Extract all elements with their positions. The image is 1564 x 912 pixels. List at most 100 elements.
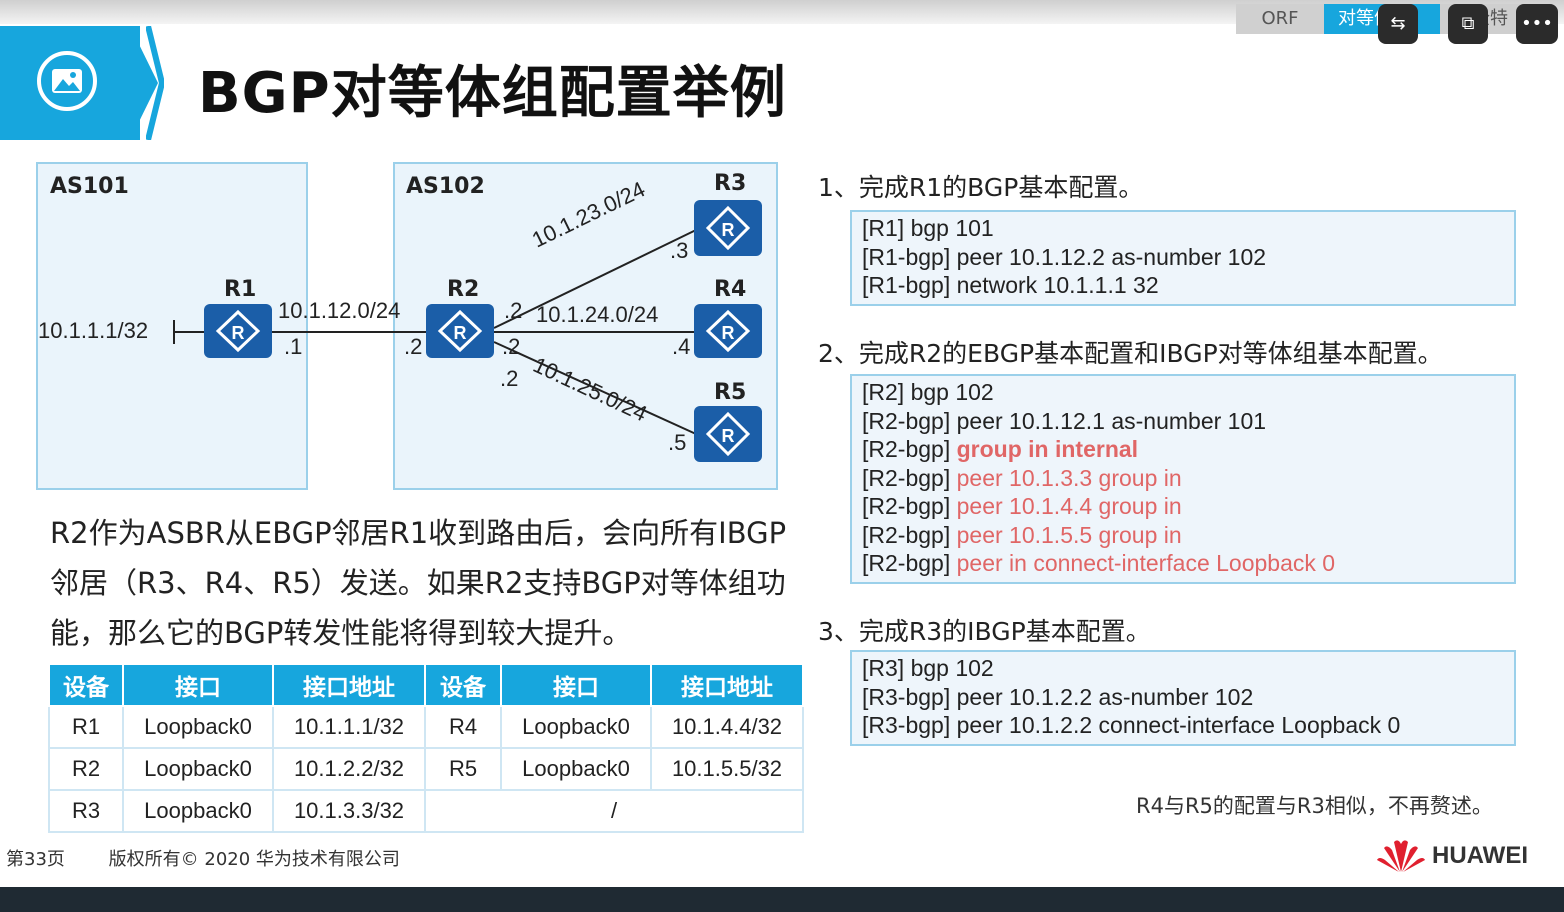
config-line: [R1-bgp] peer 10.1.12.2 as-number 102 — [862, 243, 1267, 270]
router-r5-icon[interactable]: R — [694, 406, 762, 462]
config-line: [R2-bgp] group in internal — [862, 435, 1504, 464]
table-cell: 10.1.4.4/32 — [650, 705, 804, 749]
copyright: 版权所有© 2020 华为技术有限公司 — [108, 849, 400, 870]
page-number: 第33页 — [6, 849, 65, 870]
more-options-icon[interactable]: ••• — [1516, 4, 1558, 44]
link-r2-end-r4: .2 — [502, 334, 521, 359]
brand-name: HUAWEI — [1432, 842, 1528, 869]
config-line: [R1] bgp 101 — [862, 215, 994, 241]
breadcrumb-item-orf[interactable]: ORF — [1236, 4, 1324, 34]
router-r1-icon[interactable]: R — [204, 304, 272, 358]
table-header-cell: 设备 — [424, 663, 502, 707]
config-line: [R1-bgp] network 10.1.1.1 32 — [862, 272, 1159, 298]
link-r3-end: .3 — [670, 238, 689, 263]
as102-label: AS102 — [406, 174, 485, 199]
window-popout-icon[interactable]: ⧉ — [1448, 4, 1488, 44]
table-row: R1 Loopback0 10.1.1.1/32 R4 Loopback0 10… — [48, 705, 804, 749]
link-r2-end-r1: .2 — [404, 334, 423, 359]
link-r2-end-r5: .2 — [500, 366, 519, 391]
table-cell: R2 — [48, 747, 124, 791]
router-r1-label: R1 — [224, 277, 257, 302]
table-header-cell: 接口地址 — [272, 663, 426, 707]
banner-chevron — [146, 26, 164, 140]
link-r2-end-r3: .2 — [504, 298, 523, 323]
router-r3-icon[interactable]: R — [694, 200, 762, 256]
config-prompt: [R2-bgp] — [862, 521, 957, 548]
table-cell: R1 — [48, 705, 124, 749]
table-cell: Loopback0 — [500, 747, 652, 791]
table-cell-empty: / — [424, 789, 804, 833]
config-highlight: peer in connect-interface Loopback 0 — [956, 550, 1336, 576]
table-header-row: 设备 接口 接口地址 设备 接口 接口地址 — [48, 663, 804, 707]
table-cell: R3 — [48, 789, 124, 833]
table-cell: Loopback0 — [122, 747, 274, 791]
table-cell: 10.1.3.3/32 — [272, 789, 426, 833]
table-cell: R4 — [424, 705, 502, 749]
table-cell: Loopback0 — [500, 705, 652, 749]
router-r2-label: R2 — [447, 277, 480, 302]
image-icon — [37, 51, 97, 111]
interface-table: 设备 接口 接口地址 设备 接口 接口地址 R1 Loopback0 10.1.… — [48, 663, 804, 833]
page-title: BGP对等体组配置举例 — [198, 61, 787, 126]
table-cell: 10.1.1.1/32 — [272, 705, 426, 749]
table-cell: 10.1.5.5/32 — [650, 747, 804, 791]
router-r4-label: R4 — [714, 277, 747, 302]
step-3-title: 3、完成R3的IBGP基本配置。 — [818, 617, 1151, 646]
subtitle-toggle-icon[interactable]: ⇆ — [1378, 4, 1418, 44]
config-highlight: peer 10.1.3.3 group in — [956, 464, 1182, 491]
svg-text:R: R — [722, 426, 735, 446]
link-r2-r4-network: 10.1.24.0/24 — [536, 302, 659, 327]
table-row: R3 Loopback0 10.1.3.3/32 / — [48, 789, 804, 833]
table-cell: Loopback0 — [122, 705, 274, 749]
table-header-cell: 接口 — [122, 663, 274, 707]
link-r5-end: .5 — [668, 430, 687, 455]
svg-text:R: R — [232, 323, 245, 343]
scenario-description: R2作为ASBR从EBGP邻居R1收到路由后，会向所有IBGP邻居（R3、R4、… — [50, 516, 787, 650]
link-r1-r2-network: 10.1.12.0/24 — [278, 298, 401, 323]
svg-text:R: R — [722, 323, 735, 343]
step-2-title: 2、完成R2的EBGP基本配置和IBGP对等体组基本配置。 — [818, 339, 1443, 368]
huawei-petal-icon — [1377, 840, 1425, 872]
step-3-config-box: [R3] bgp 102 [R3-bgp] peer 10.1.2.2 as-n… — [850, 650, 1516, 746]
config-line: [R2-bgp] peer 10.1.12.1 as-number 101 — [862, 407, 1267, 434]
config-line: [R2-bgp] peer in connect-interface Loopb… — [862, 549, 1504, 578]
as101-label: AS101 — [50, 174, 129, 199]
topology-diagram: R R R R R — [173, 200, 762, 462]
link-r4-end: .4 — [672, 334, 691, 359]
config-prompt: [R2-bgp] — [862, 464, 957, 491]
step-1-config-box: [R1] bgp 101 [R1-bgp] peer 10.1.12.2 as-… — [850, 210, 1516, 306]
table-row: R2 Loopback0 10.1.2.2/32 R5 Loopback0 10… — [48, 747, 804, 791]
table-cell: 10.1.2.2/32 — [272, 747, 426, 791]
svg-text:R: R — [454, 323, 467, 343]
footer: 第33页 版权所有© 2020 华为技术有限公司 — [6, 845, 438, 871]
step-1-title: 1、完成R1的BGP基本配置。 — [818, 173, 1144, 202]
config-note: R4与R5的配置与R3相似，不再赘述。 — [1136, 794, 1493, 818]
r1-loopback-label: 10.1.1.1/32 — [38, 318, 149, 343]
table-cell: Loopback0 — [122, 789, 274, 833]
config-highlight: group in internal — [956, 436, 1139, 462]
table-header-cell: 接口 — [500, 663, 652, 707]
table-cell: R5 — [424, 747, 502, 791]
router-r2-icon[interactable]: R — [426, 304, 494, 358]
taskbar — [0, 887, 1564, 912]
config-prompt: [R2-bgp] — [862, 436, 957, 462]
config-line: [R3-bgp] peer 10.1.2.2 connect-interface… — [862, 712, 1401, 738]
config-line: [R3] bgp 102 — [862, 655, 994, 681]
router-r4-icon[interactable]: R — [694, 304, 762, 358]
config-line: [R2-bgp] peer 10.1.5.5 group in — [862, 521, 1504, 550]
config-line: [R2-bgp] peer 10.1.3.3 group in — [862, 464, 1504, 493]
table-header-cell: 接口地址 — [650, 663, 804, 707]
config-prompt: [R2-bgp] — [862, 550, 957, 576]
config-prompt: [R2-bgp] — [862, 493, 957, 519]
router-r3-label: R3 — [714, 171, 747, 196]
link-r1-end: .1 — [284, 334, 303, 359]
config-line: [R2] bgp 102 — [862, 379, 994, 405]
config-highlight: peer 10.1.5.5 group in — [956, 521, 1182, 548]
svg-text:R: R — [722, 220, 735, 240]
config-line: [R3-bgp] peer 10.1.2.2 as-number 102 — [862, 683, 1254, 710]
config-highlight: peer 10.1.4.4 group in — [956, 493, 1182, 519]
router-r5-label: R5 — [714, 380, 747, 405]
huawei-logo: HUAWEI — [1376, 838, 1528, 874]
config-line: [R2-bgp] peer 10.1.4.4 group in — [862, 492, 1504, 521]
table-header-cell: 设备 — [48, 663, 124, 707]
